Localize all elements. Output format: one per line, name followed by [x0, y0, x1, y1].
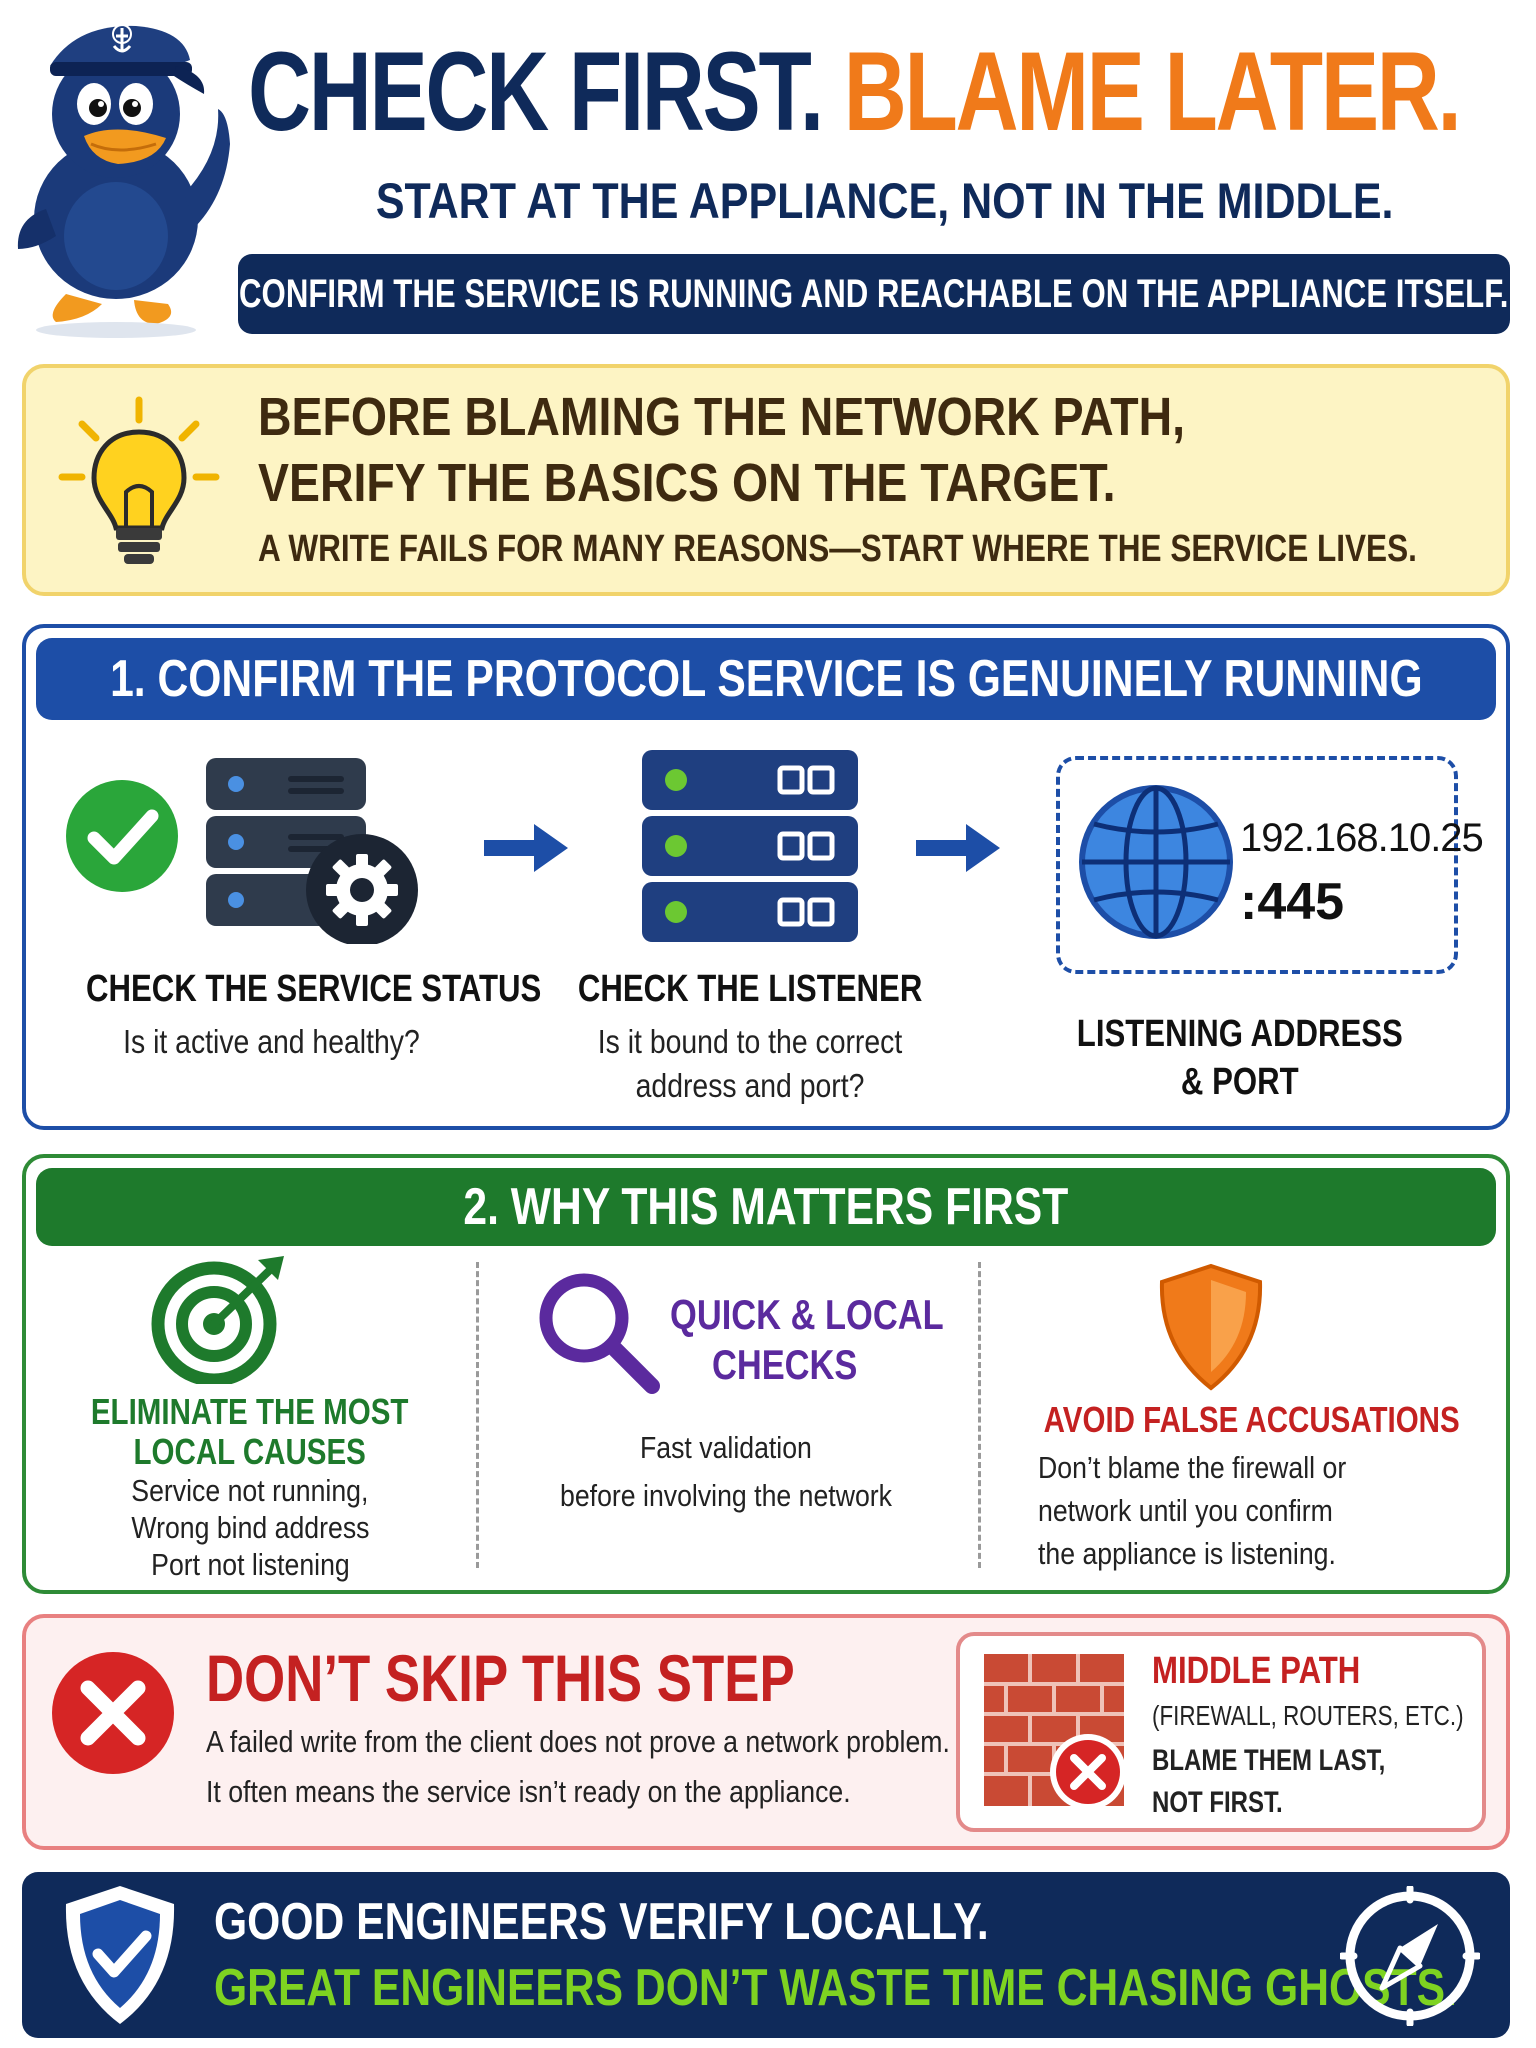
- section-1-title: 1. CONFIRM THE PROTOCOL SERVICE IS GENUI…: [36, 638, 1496, 720]
- page-title: CHECK FIRST. BLAME LATER.: [248, 22, 1528, 162]
- footer-line-2: GREAT ENGINEERS DON’T WASTE TIME CHASING…: [214, 1959, 1457, 2017]
- shield-icon: [1159, 1263, 1263, 1391]
- tip-heading: BEFORE BLAMING THE NETWORK PATH, VERIFY …: [258, 387, 1186, 513]
- warning-heading: DON’T SKIP THIS STEP: [206, 1641, 795, 1715]
- warning-line-1: A failed write from the client does not …: [206, 1724, 950, 1759]
- why-1-text: Service not running, Wrong bind address …: [130, 1473, 370, 1582]
- middle-path-line-3: NOT FIRST.: [1152, 1786, 1283, 1819]
- title-part-1: CHECK FIRST.: [248, 29, 824, 154]
- check-circle-icon: [66, 780, 178, 892]
- why-2-text: Fast validation before involving the net…: [560, 1430, 892, 1513]
- why-3-heading: AVOID FALSE ACCUSATIONS: [1043, 1399, 1460, 1440]
- section-2-title: 2. WHY THIS MATTERS FIRST: [36, 1168, 1496, 1246]
- column-divider: [476, 1262, 479, 1568]
- globe-icon: [1079, 785, 1233, 939]
- brick-wall-icon: [984, 1654, 1126, 1810]
- target-icon: [151, 1256, 284, 1384]
- footer-banner: [22, 1872, 1510, 2038]
- arrow-right-icon: [484, 824, 568, 872]
- error-x-icon: [52, 1652, 174, 1774]
- footer-line-1: GOOD ENGINEERS VERIFY LOCALLY.: [214, 1893, 989, 1951]
- sailor-duck-icon: [17, 24, 230, 338]
- arrow-right-icon: [916, 824, 1000, 872]
- page-subtitle: START AT THE APPLIANCE, NOT IN THE MIDDL…: [376, 173, 1394, 229]
- why-1-heading: ELIMINATE THE MOST LOCAL CAUSES: [91, 1391, 409, 1472]
- why-3-text: Don’t blame the firewall or network unti…: [1038, 1450, 1347, 1571]
- step-2-text: Is it bound to the correct address and p…: [597, 1023, 903, 1104]
- title-part-2: BLAME LATER.: [843, 29, 1462, 154]
- header-banner: CONFIRM THE SERVICE IS RUNNING AND REACH…: [238, 254, 1510, 334]
- step-1-text: Is it active and healthy?: [122, 1023, 420, 1060]
- middle-path-heading: MIDDLE PATH: [1152, 1650, 1361, 1692]
- step-2-heading: CHECK THE LISTENER: [577, 968, 923, 1010]
- warning-line-2: It often means the service isn’t ready o…: [206, 1774, 851, 1809]
- middle-path-line-1: (FIREWALL, ROUTERS, ETC.): [1152, 1700, 1464, 1731]
- column-divider: [978, 1262, 981, 1568]
- magnifier-icon: [539, 1273, 660, 1394]
- listening-address-box: [1056, 756, 1458, 974]
- port-number: :445: [1240, 873, 1345, 931]
- step-1-heading: CHECK THE SERVICE STATUS: [85, 968, 542, 1010]
- compass-icon: [1340, 1886, 1480, 2026]
- why-2-heading: QUICK & LOCAL CHECKS: [670, 1291, 944, 1388]
- tip-subtext: A WRITE FAILS FOR MANY REASONS—START WHE…: [258, 528, 1417, 570]
- tip-panel: [22, 364, 1510, 596]
- ip-address: 192.168.10.25: [1240, 816, 1484, 860]
- lightbulb-icon: [58, 396, 220, 564]
- server-rack-icon: [642, 750, 858, 942]
- step-3-heading: LISTENING ADDRESS & PORT: [1076, 1013, 1404, 1103]
- middle-path-line-2: BLAME THEM LAST,: [1152, 1744, 1386, 1777]
- shield-check-icon: [65, 1886, 175, 2024]
- server-gear-icon: [206, 758, 418, 944]
